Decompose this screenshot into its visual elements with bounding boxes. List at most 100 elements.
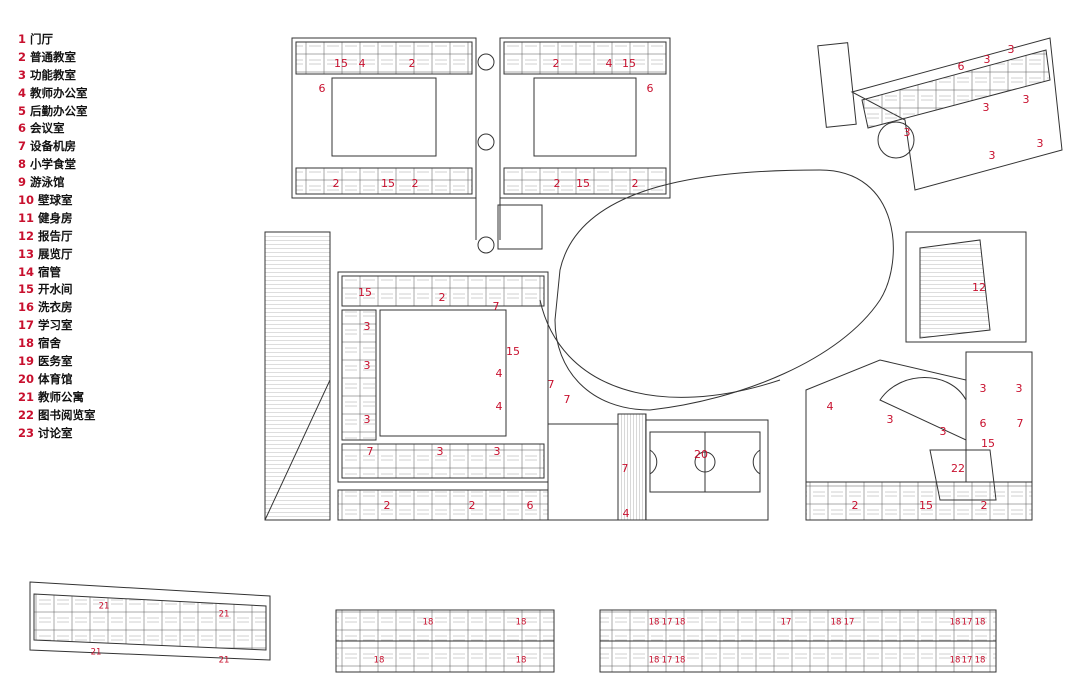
room-label-3: 3: [980, 382, 987, 395]
room-label-18: 18: [516, 656, 527, 666]
room-label-3: 3: [983, 101, 990, 114]
room-label-21: 21: [219, 610, 230, 620]
room-label-4: 4: [359, 57, 366, 70]
room-label-2: 2: [554, 177, 561, 190]
room-label-15: 15: [506, 345, 520, 358]
room-label-3: 3: [494, 445, 501, 458]
room-label-20: 20: [694, 448, 708, 461]
room-label-2: 2: [409, 57, 416, 70]
se-curved-hall: [879, 377, 967, 441]
room-label-15: 15: [576, 177, 590, 190]
room-label-15: 15: [381, 177, 395, 190]
court-key-right: [752, 449, 761, 475]
auditorium-seating: [919, 239, 991, 339]
room-label-18: 18: [831, 618, 842, 628]
room-label-3: 3: [364, 359, 371, 372]
central-rooms-bottom: [341, 443, 545, 479]
north-east-classrooms-top: [503, 41, 667, 75]
room-label-3: 3: [989, 149, 996, 162]
room-label-2: 2: [553, 57, 560, 70]
room-label-18: 18: [675, 618, 686, 628]
room-labels: 15 4 2 6 2 15 2 2 4 15 6 2 15 2 15 2 7 3…: [91, 43, 1044, 666]
north-west-classrooms-top: [295, 41, 473, 75]
room-label-2: 2: [852, 499, 859, 512]
ramp-outline: [264, 231, 331, 521]
room-label-4: 4: [606, 57, 613, 70]
room-label-3: 3: [1037, 137, 1044, 150]
room-label-21: 21: [99, 602, 110, 612]
room-label-18: 18: [975, 656, 986, 666]
building-outlines: [29, 37, 1063, 673]
room-label-3: 3: [437, 445, 444, 458]
room-label-15: 15: [334, 57, 348, 70]
room-label-7: 7: [1017, 417, 1024, 430]
library-room: [929, 449, 997, 501]
gym-outline: [645, 419, 769, 521]
oval-inner-arc: [539, 299, 781, 398]
room-label-18: 18: [374, 656, 385, 666]
column-marker-2: [477, 133, 495, 151]
room-label-18: 18: [675, 656, 686, 666]
room-label-6: 6: [980, 417, 987, 430]
room-label-7: 7: [622, 462, 629, 475]
room-label-15: 15: [981, 437, 995, 450]
terraced-steps: [264, 231, 331, 521]
room-label-4: 4: [827, 400, 834, 413]
south-classrooms: [337, 489, 549, 521]
room-label-3: 3: [904, 126, 911, 139]
spine-square: [497, 204, 543, 250]
room-label-7: 7: [548, 378, 555, 391]
ne-round-room: [877, 121, 915, 159]
north-east-classrooms-bottom: [503, 167, 667, 195]
room-label-3: 3: [887, 413, 894, 426]
apartment-block: [29, 581, 271, 661]
apartment-rooms: [33, 593, 267, 651]
room-label-12: 12: [972, 281, 986, 294]
room-label-15: 15: [358, 286, 372, 299]
room-label-3: 3: [984, 53, 991, 66]
room-label-17: 17: [844, 618, 855, 628]
column-marker-1: [477, 53, 495, 71]
room-label-2: 2: [981, 499, 988, 512]
room-label-3: 3: [1016, 382, 1023, 395]
north-west-classrooms-bottom: [295, 167, 473, 195]
room-label-3: 3: [364, 413, 371, 426]
room-label-18: 18: [649, 656, 660, 666]
room-label-2: 2: [632, 177, 639, 190]
room-label-18: 18: [975, 618, 986, 628]
room-label-3: 3: [1008, 43, 1015, 56]
room-label-6: 6: [319, 82, 326, 95]
room-label-4: 4: [496, 400, 503, 413]
court-centre-circle: [694, 451, 716, 473]
gym-annex: [547, 423, 619, 521]
room-label-2: 2: [333, 177, 340, 190]
room-label-3: 3: [940, 425, 947, 438]
room-label-7: 7: [367, 445, 374, 458]
central-rooms-top: [341, 275, 545, 307]
room-label-4: 4: [623, 507, 630, 520]
room-label-17: 17: [962, 618, 973, 628]
room-label-18: 18: [516, 618, 527, 628]
room-label-2: 2: [469, 499, 476, 512]
